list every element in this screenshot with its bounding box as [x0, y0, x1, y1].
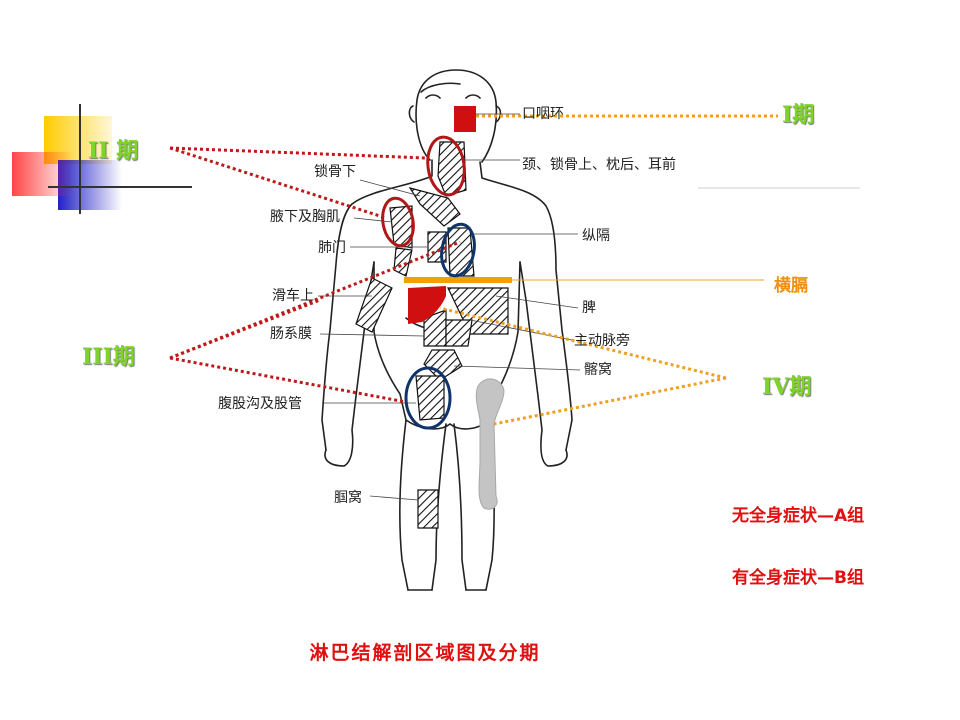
highlight-rings — [381, 135, 476, 430]
label-neck-supraclavicular: 颈、锁骨上、枕后、耳前 — [522, 157, 676, 173]
slide-corner-decoration — [12, 104, 192, 214]
label-inguinal-femoral: 腹股沟及股管 — [218, 396, 302, 412]
label-iliac: 髂窝 — [584, 362, 612, 378]
stage-2-label: II 期 — [88, 138, 139, 164]
spleen-marker — [408, 286, 446, 324]
femur-marker — [475, 378, 505, 510]
label-mesentery: 肠系膜 — [270, 326, 312, 342]
label-popliteal: 腘窝 — [334, 490, 362, 506]
label-epitrochlear: 滑车上 — [272, 288, 314, 304]
diaphragm-bar — [404, 277, 512, 283]
stage-4-label: IV期 — [762, 374, 812, 400]
label-subclavian: 锁骨下 — [314, 164, 356, 180]
stage-3-label: III期 — [82, 344, 135, 370]
figure-caption: 淋巴结解剖区域图及分期 — [309, 642, 541, 664]
label-axilla-pectoral: 腋下及胸肌 — [270, 209, 340, 225]
stage-1-label: I期 — [782, 102, 815, 128]
label-waldeyer-ring: 口咽环 — [522, 106, 564, 122]
label-spleen: 脾 — [582, 300, 596, 316]
label-para-aortic: 主动脉旁 — [574, 333, 630, 349]
label-pulmonary-hilum: 肺门 — [318, 240, 346, 256]
group-b-note: 有全身症状—B组 — [732, 568, 864, 588]
label-mediastinum: 纵隔 — [582, 228, 610, 244]
stage-connectors — [169, 114, 778, 426]
group-a-note: 无全身症状—A组 — [732, 506, 865, 526]
waldeyer-ring-marker — [454, 106, 476, 132]
diaphragm-label: 横膈 — [774, 276, 808, 296]
